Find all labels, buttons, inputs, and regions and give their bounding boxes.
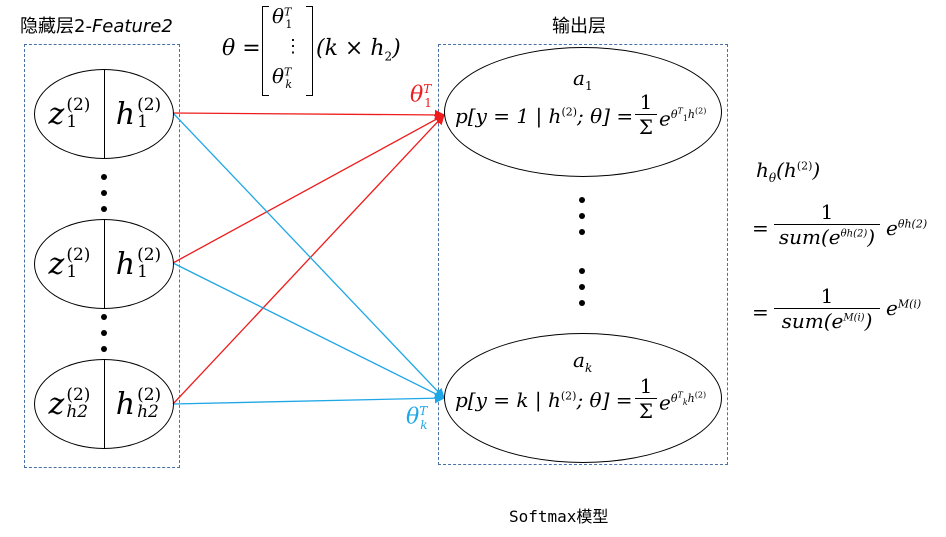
output-node-k: ak p[y = k | h(2); θ] = 1 Σ eθTkh(2) [444,333,722,463]
edge-node2-out1 [172,114,446,264]
matrix-dimension: (k × h2) [316,36,401,64]
diagram-caption: Softmax模型 [509,507,609,526]
matrix-bracket-right [306,6,313,96]
output-node-1-formula: p[y = 1 | h(2); θ] = [455,104,634,128]
matrix-row-dots: ⋮ [284,36,302,57]
edge-label-theta-k: θTk [406,404,428,432]
output-layer-title: 输出层 [552,16,606,37]
matrix-bracket-left [262,6,269,96]
edge-node1-out1 [172,109,446,121]
edge-node2-outk [172,262,446,399]
output-ellipsis-2 [577,268,587,316]
hypothesis-tail-1: eθh(2) [886,216,928,240]
hidden-node-3-h: h(2)h2 [115,385,162,422]
hidden-node-2: z(2)1 h(2)1 [34,219,174,309]
hidden-layer-box [24,44,180,468]
output-node-k-formula: p[y = k | h(2); θ] = [455,388,633,412]
hidden-node-2-z: z(2)1 [48,245,91,282]
output-node-k-fraction: 1 Σ [635,374,657,423]
hypothesis-eq-2: = [752,300,769,324]
hidden-node-1: z(2)1 h(2)1 [34,69,174,159]
hidden-layer-title: 隐藏层2-Feature2 [20,16,173,37]
output-node-k-exp: eθTkh(2) [659,390,707,415]
output-layer-box [438,44,728,465]
hidden-node-3: z(2)h2 h(2)h2 [34,359,174,449]
output-node-1-label: a1 [573,66,593,93]
edge-label-theta-1: θT1 [410,82,432,110]
output-node-1: a1 p[y = 1 | h(2); θ] = 1 Σ eθT1h(2) [444,47,722,177]
output-node-k-label: ak [573,348,593,375]
hypothesis-fraction-1: 1 sum(eθh(2)) [774,200,880,249]
edge-node3-outk [172,393,446,405]
output-node-1-exp: eθT1h(2) [659,106,707,131]
hidden-node-1-h: h(2)1 [115,95,162,132]
matrix-row-k: θTk [272,64,293,91]
output-ellipsis-1 [577,197,587,245]
edge-node1-outk [172,112,445,399]
theta-definition: θ = θT1 ⋮ θTk (k × h2) [222,2,402,102]
hidden-node-1-z: z(2)1 [48,95,91,132]
hypothesis-line-1: hθ(h(2)) [756,158,821,185]
hidden-node-2-h: h(2)1 [115,245,162,282]
softmax-hypothesis: hθ(h(2)) = 1 sum(eθh(2)) eθh(2) = 1 sum(… [752,156,942,366]
hypothesis-tail-2: eM(i) [886,296,922,320]
hidden-node-3-z: z(2)h2 [48,385,91,422]
hypothesis-eq-1: = [752,216,769,240]
output-node-1-fraction: 1 Σ [635,90,657,139]
matrix-row-1: θT1 [272,4,293,31]
hypothesis-fraction-2: 1 sum(eM(i)) [774,284,880,333]
edge-node3-out1 [172,114,445,405]
hidden-ellipsis-2 [99,314,109,362]
hidden-ellipsis-1 [99,174,109,222]
